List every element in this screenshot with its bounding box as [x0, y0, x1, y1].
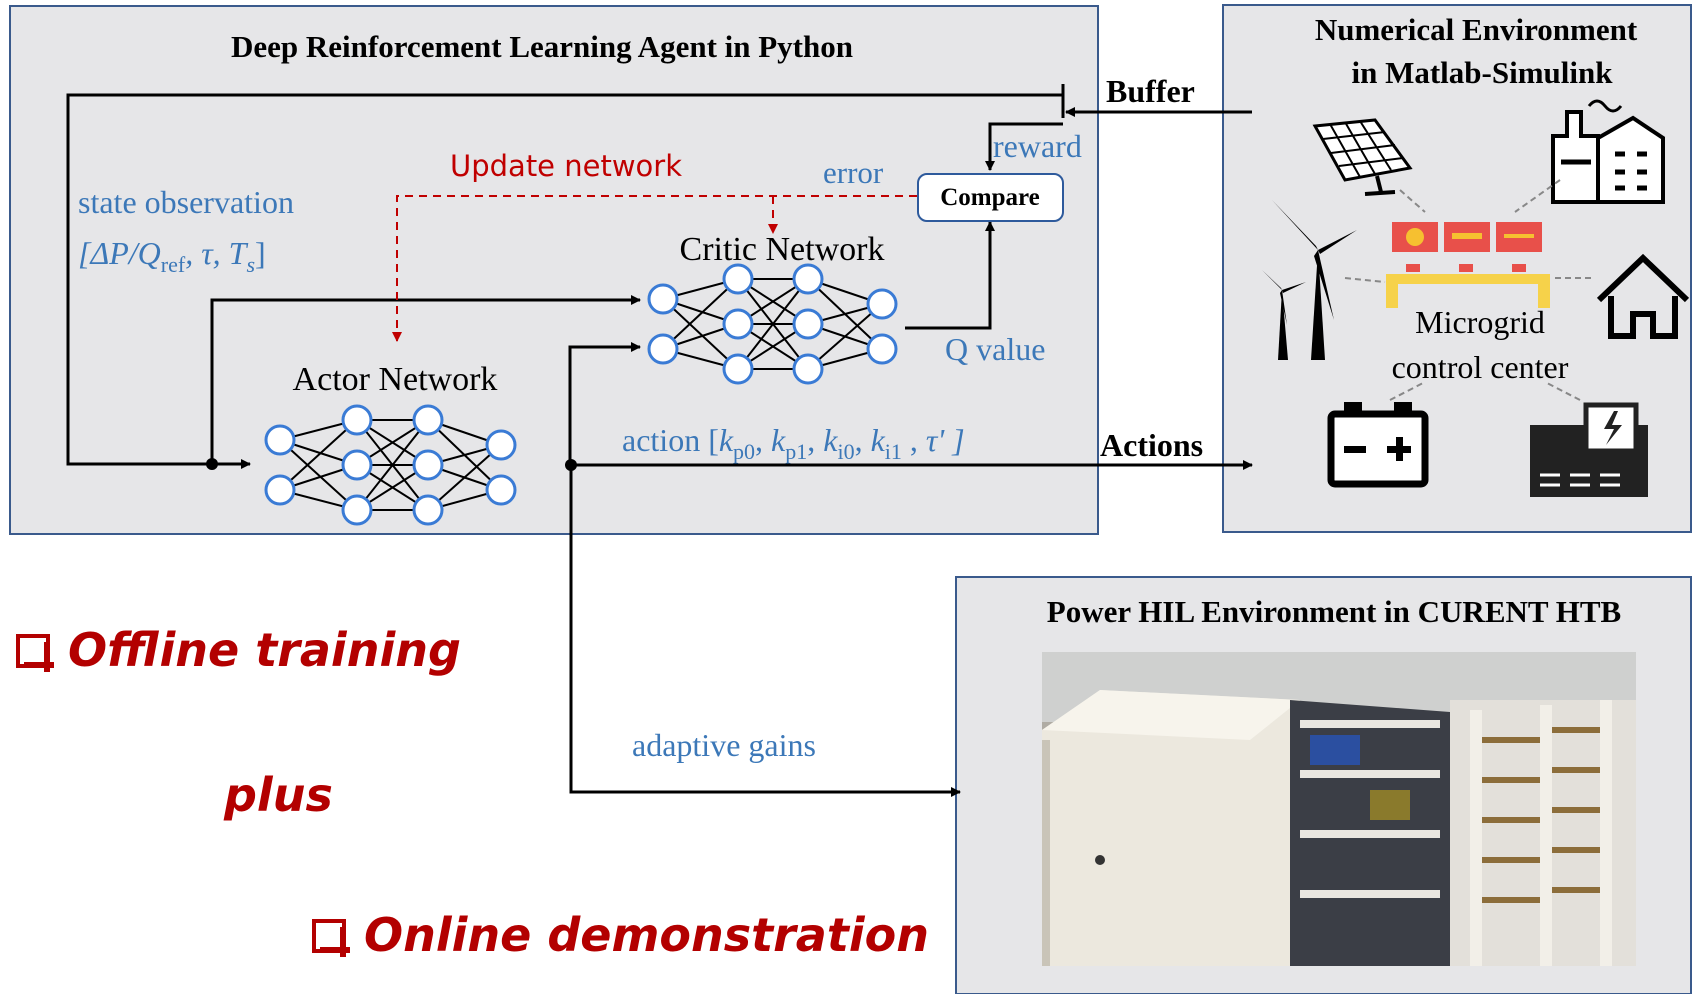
control-center-icon — [1386, 222, 1550, 308]
hil-lab-photo — [1042, 652, 1636, 966]
generator-icon — [1530, 402, 1648, 497]
state-vector-label: [ΔP/Qref, τ, Ts] — [78, 235, 266, 277]
network-edge — [279, 439, 358, 511]
network-edge — [737, 278, 809, 370]
network-node — [722, 263, 754, 295]
network-node — [647, 283, 679, 315]
network-node — [412, 404, 444, 436]
network-node — [412, 449, 444, 481]
network-node — [866, 288, 898, 320]
network-node — [341, 449, 373, 481]
network-node — [264, 424, 296, 456]
network-node — [792, 353, 824, 385]
update-network-label: Update network — [450, 149, 682, 183]
network-edge — [662, 298, 739, 370]
network-node — [485, 429, 517, 461]
network-node — [341, 494, 373, 526]
control-center-label: control center — [1392, 349, 1569, 385]
house-icon — [1596, 253, 1690, 339]
qvalue-label: Q value — [945, 331, 1045, 367]
network-node — [722, 353, 754, 385]
checkbox-icon — [312, 919, 350, 957]
junction-dot — [206, 458, 218, 470]
buffer-label: Buffer — [1106, 73, 1195, 109]
network-edge — [662, 278, 739, 350]
network-node — [722, 308, 754, 340]
checkbox-icon — [16, 634, 54, 672]
network-node — [264, 474, 296, 506]
update-network-line — [392, 195, 917, 342]
plus-text: plus — [224, 768, 333, 822]
critic-network — [647, 263, 898, 385]
compare-box — [917, 173, 1064, 222]
error-label: error — [823, 155, 884, 190]
offline-training-bullet: Offline training — [16, 623, 461, 677]
online-demonstration-bullet: Online demonstration — [312, 908, 929, 962]
hil-title: Power HIL Environment in CURENT HTB — [1047, 594, 1621, 629]
compare-label: Compare — [940, 184, 1040, 211]
network-node — [792, 263, 824, 295]
actions-label: Actions — [1100, 427, 1203, 463]
solar-panel-icon — [1312, 118, 1413, 196]
network-node — [866, 333, 898, 365]
reward-label: reward — [993, 128, 1082, 164]
factory-icon — [1551, 99, 1665, 204]
network-node — [792, 308, 824, 340]
network-edge — [807, 303, 883, 370]
network-node — [341, 404, 373, 436]
network-node — [485, 474, 517, 506]
actor-network-label: Actor Network — [293, 361, 498, 398]
network-node — [647, 333, 679, 365]
env-title-line2: in Matlab-Simulink — [1352, 55, 1614, 90]
action-vector-label: action [kp0, kp1, ki0, ki1 , τ' ] — [622, 422, 965, 464]
buffer-to-reward-arrow — [985, 122, 1063, 171]
buffer-to-actor-connector — [66, 93, 1063, 469]
critic-network-label: Critic Network — [680, 231, 885, 268]
agent-title: Deep Reinforcement Learning Agent in Pyt… — [231, 29, 853, 64]
state-to-critic-connector — [210, 295, 641, 464]
env-title-line1: Numerical Environment — [1315, 12, 1638, 47]
actor-network — [264, 404, 517, 526]
network-edge — [279, 419, 358, 491]
state-observation-label: state observation — [78, 184, 294, 220]
action-to-critic-connector — [568, 342, 641, 465]
adaptive-gains-label: adaptive gains — [632, 727, 816, 763]
qvalue-to-compare-arrow — [905, 221, 995, 330]
microgrid-label: Microgrid — [1415, 304, 1545, 340]
battery-icon — [1327, 402, 1429, 488]
icon-connector-lines — [1344, 179, 1595, 401]
adaptive-gains-arrow — [569, 465, 961, 797]
wind-turbine-icon — [1262, 200, 1357, 360]
network-edge — [356, 419, 429, 511]
network-edge — [427, 444, 502, 511]
network-node — [412, 494, 444, 526]
